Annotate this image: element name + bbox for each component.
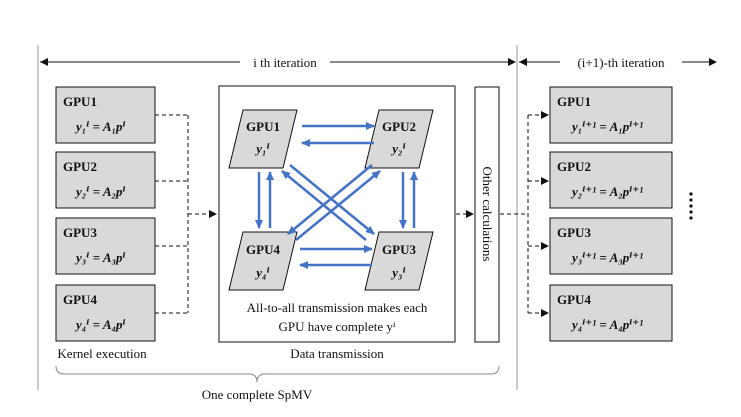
center-gpu3-eq: y₃ⁱ <box>390 265 405 280</box>
center-gpu3-node <box>364 231 434 291</box>
arrow-gpu4-to-gpu2 <box>295 170 381 241</box>
right-gpu1-eq: y₁ⁱ⁺¹ = A₁pⁱ⁺¹ <box>570 119 643 134</box>
center-gpu4-name: GPU4 <box>246 242 280 257</box>
left-gpu2-eq: y₂ⁱ = A₂pⁱ <box>74 184 126 199</box>
data-transmission-label: Data transmission <box>290 346 384 361</box>
left-gpu1-box <box>55 86 156 144</box>
left-gpu2-name: GPU2 <box>63 159 97 174</box>
center-gpu2-name: GPU2 <box>382 119 416 134</box>
right-gpu4-eq: y₄ⁱ⁺¹ = A₄pⁱ⁺¹ <box>570 317 643 332</box>
center-gpu4-eq: y₄ⁱ <box>254 265 269 280</box>
continuation-dots-icon <box>689 192 693 220</box>
other-calculations-box <box>474 86 500 343</box>
right-gpu3-eq: y₃ⁱ⁺¹ = A₃pⁱ⁺¹ <box>570 250 643 265</box>
other-calculations-label: Other calculations <box>480 167 495 262</box>
right-gpu4-name: GPU4 <box>557 292 591 307</box>
center-caption-line1: All-to-all transmission makes each <box>247 300 428 315</box>
right-gpu-column: GPU1 y₁ⁱ⁺¹ = A₁pⁱ⁺¹ GPU2 y₂ⁱ⁺¹ = A₂pⁱ⁺¹ … <box>549 86 673 342</box>
center-gpu2-eq: y₂ⁱ <box>390 141 405 156</box>
left-gpu1-name: GPU1 <box>63 94 97 109</box>
center-gpu1-name: GPU1 <box>246 119 280 134</box>
right-gpu3-name: GPU3 <box>557 225 591 240</box>
right-dashed-connectors <box>500 111 549 317</box>
center-gpu1-node <box>228 109 298 169</box>
all-to-all-arrows <box>255 122 418 269</box>
left-gpu-column: GPU1 y₁ⁱ = A₁pⁱ GPU2 y₂ⁱ = A₂pⁱ GPU3 y₃ⁱ… <box>55 86 156 342</box>
right-gpu4-box <box>549 284 673 342</box>
right-gpu1-name: GPU1 <box>557 94 591 109</box>
left-gpu1-eq: y₁ⁱ = A₁pⁱ <box>74 119 126 134</box>
one-complete-spmv-label: One complete SpMV <box>202 387 313 402</box>
left-gpu4-name: GPU4 <box>63 292 97 307</box>
left-dashed-connectors <box>155 114 217 314</box>
right-gpu2-name: GPU2 <box>557 159 591 174</box>
right-gpu3-box <box>549 217 673 275</box>
arrowhead-left-icon <box>40 58 48 66</box>
right-gpu2-box <box>549 151 673 209</box>
iteration-label-i: i th iteration <box>253 55 317 70</box>
arrowhead-left-icon <box>519 58 527 66</box>
iteration-label-i-plus-1: (i+1)-th iteration <box>577 55 665 70</box>
right-gpu1-box <box>549 86 673 144</box>
right-gpu2-eq: y₂ⁱ⁺¹ = A₂pⁱ⁺¹ <box>570 184 643 199</box>
left-gpu4-box <box>55 284 156 342</box>
kernel-execution-label: Kernel execution <box>57 346 147 361</box>
left-gpu4-eq: y₄ⁱ = A₄pⁱ <box>74 317 126 332</box>
center-gpu4-node <box>228 231 298 291</box>
left-gpu2-box <box>55 151 156 209</box>
center-gpu-nodes: GPU1 y₁ⁱ GPU2 y₂ⁱ GPU4 y₄ⁱ GPU3 y₃ⁱ <box>228 109 434 291</box>
spmv-brace <box>55 365 500 383</box>
center-gpu3-name: GPU3 <box>382 242 416 257</box>
center-gpu2-node <box>364 109 434 169</box>
center-gpu1-eq: y₁ⁱ <box>254 141 269 156</box>
arrow-gpu1-to-gpu3 <box>289 164 375 235</box>
left-gpu3-name: GPU3 <box>63 225 97 240</box>
left-gpu3-eq: y₃ⁱ = A₃pⁱ <box>74 250 126 265</box>
center-caption-line2: GPU have complete yⁱ <box>278 319 395 334</box>
arrow-gpu2-to-gpu4 <box>287 164 373 235</box>
